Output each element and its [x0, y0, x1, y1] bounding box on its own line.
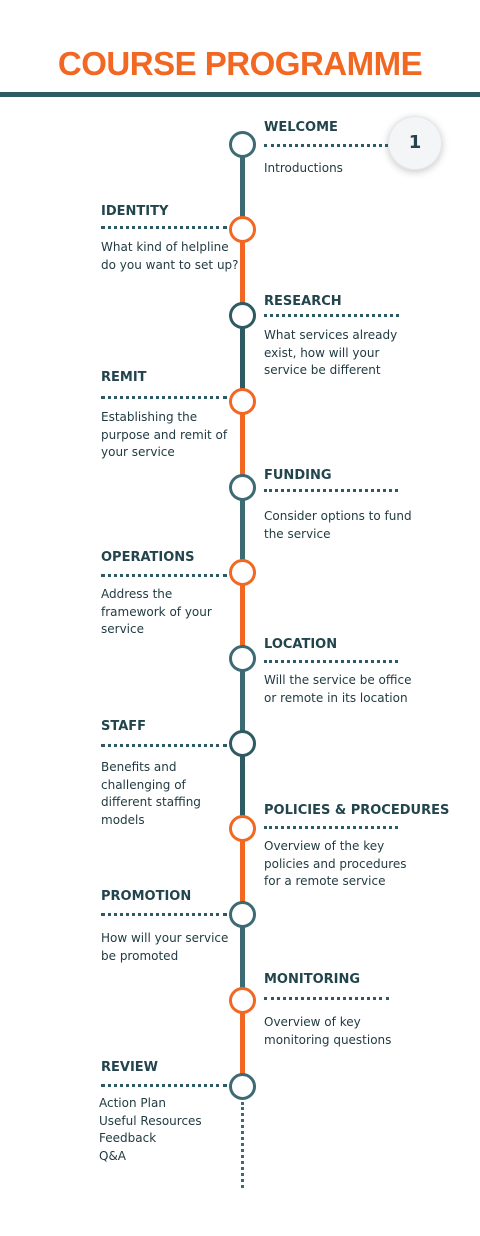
timeline-segment [240, 914, 245, 1000]
timeline-segment [240, 658, 245, 743]
timeline-segment [240, 401, 245, 487]
timeline-node [229, 559, 256, 586]
timeline-node [229, 815, 256, 842]
step-leader [101, 396, 227, 399]
step-leader [264, 826, 398, 829]
step-description: What services already exist, how will yo… [264, 328, 398, 377]
timeline-segment [240, 572, 245, 658]
step-heading: WELCOME [264, 120, 338, 135]
step-description: Will the service be office or remote in … [264, 673, 412, 705]
timeline-node [229, 131, 256, 158]
step-leader [264, 997, 389, 1000]
step-leader [264, 314, 399, 317]
step-description: Address the framework of your service [101, 587, 212, 636]
step-leader [264, 660, 398, 663]
timeline-node [229, 302, 256, 329]
step-heading: OPERATIONS [101, 550, 195, 565]
timeline-segment [240, 144, 245, 229]
step-description: Overview of the key policies and procedu… [264, 839, 407, 888]
step-leader [101, 574, 227, 577]
step-leader [101, 1084, 227, 1087]
timeline-node [229, 216, 256, 243]
step-heading: REVIEW [101, 1060, 159, 1075]
timeline-segment [240, 1000, 245, 1086]
step-leader [101, 913, 227, 916]
timeline-node [229, 645, 256, 672]
step-description: Introductions [264, 161, 343, 175]
step-heading: LOCATION [264, 637, 338, 652]
step-heading: RESEARCH [264, 294, 342, 309]
step-heading: REMIT [101, 370, 147, 385]
timeline-segment [240, 487, 245, 572]
step-description: Overview of key monitoring questions [264, 1015, 392, 1047]
timeline-node [229, 474, 256, 501]
step-leader [101, 744, 227, 747]
timeline-node [229, 901, 256, 928]
timeline-segment [240, 229, 245, 315]
step-heading: PROMOTION [101, 889, 192, 904]
timeline-node [229, 987, 256, 1014]
step-leader [264, 144, 388, 147]
timeline-node [229, 388, 256, 415]
step-heading: IDENTITY [101, 204, 169, 219]
step-number-badge: 1 [388, 116, 442, 170]
step-description: How will your service be promoted [101, 931, 229, 963]
step-heading: STAFF [101, 719, 147, 734]
timeline-dotted-end [241, 1102, 244, 1188]
step-description: Action Plan Useful Resources Feedback Q&… [99, 1096, 202, 1163]
timeline-segment [240, 743, 245, 828]
step-description: Benefits and challenging of different st… [101, 760, 201, 827]
timeline-node [229, 1073, 256, 1100]
step-leader [101, 226, 227, 229]
timeline-segment [240, 315, 245, 401]
step-heading: POLICIES & PROCEDURES [264, 803, 450, 818]
step-description: What kind of helpline do you want to set… [101, 240, 239, 272]
step-description: Consider options to fund the service [264, 509, 412, 541]
header-rule [0, 92, 480, 97]
step-leader [264, 489, 398, 492]
timeline-node [229, 730, 256, 757]
step-heading: MONITORING [264, 972, 361, 987]
step-heading: FUNDING [264, 468, 332, 483]
page-title: COURSE PROGRAMME [57, 45, 423, 82]
timeline-segment [240, 828, 245, 914]
step-description: Establishing the purpose and remit of yo… [101, 410, 228, 459]
